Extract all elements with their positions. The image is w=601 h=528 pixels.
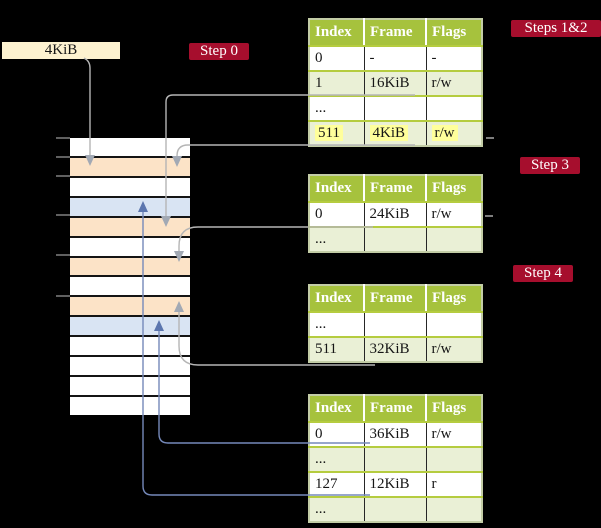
memory-row-empty [70,275,190,296]
memory-row-pagetable [70,255,190,276]
table-cell: r/w [425,70,482,96]
memory-row-page [70,195,190,216]
table-cell [425,496,482,522]
memory-row-pagetable [70,155,190,176]
table-cell: 1 [309,70,364,96]
table-cell: ... [309,95,364,121]
table-cell [363,226,426,252]
table-cell [425,446,482,472]
highlighted-value: r/w [431,125,458,141]
memory-row-empty [70,138,190,156]
table-cell: 0 [309,201,364,227]
memory-row-empty [70,335,190,356]
table-cell: ... [309,226,364,252]
table-cell [363,311,426,337]
memory-row-empty [70,235,190,256]
memory-row-empty [70,394,190,415]
table-cell [363,496,426,522]
table-cell [425,311,482,337]
table-row: ... [309,496,482,522]
table-cell: 12KiB [363,471,426,497]
table-row: ... [309,226,482,252]
table-cell: r [425,471,482,497]
steps12-badge: Steps 1&2 [511,20,601,37]
memory-row-empty [70,355,190,376]
column-header: Index [309,19,364,47]
step3-badge: Step 3 [520,157,580,174]
table-cell: 16KiB [363,70,426,96]
table-cell: r/w [425,201,482,227]
memory-row-empty [70,375,190,395]
table-cell: 4KiB [363,120,426,146]
column-header: Index [309,395,364,423]
memory-boundary-ticks [56,137,70,297]
table-cell: 0 [309,45,364,71]
table-row: ... [309,446,482,472]
table-cell [425,95,482,121]
table-cell: ... [309,446,364,472]
column-header: Flags [425,175,482,203]
column-header: Index [309,285,364,313]
table-cell: 36KiB [363,421,426,447]
table-row: ... [309,311,482,337]
highlighted-value: 4KiB [369,125,409,141]
table-cell [363,95,426,121]
highlighted-value: 511 [315,125,343,141]
step4-badge: Step 4 [513,265,573,282]
table-row: 511 4KiB r/w [309,120,482,146]
table-cell: 24KiB [363,201,426,227]
table-cell: ... [309,496,364,522]
table-cell [425,226,482,252]
table-row: ... [309,95,482,121]
table-cell: 127 [309,471,364,497]
table-cell: 511 [309,336,364,362]
column-header: Frame [363,19,426,47]
table-cell [363,446,426,472]
table-cell: - [363,45,426,71]
table-cell: ... [309,311,364,337]
memory-row-empty [70,175,190,196]
memory-row-pagetable [70,295,190,316]
table-cell: - [425,45,482,71]
memory-row-pagetable [70,215,190,236]
table-cell: r/w [425,421,482,447]
column-header: Flags [425,19,482,47]
column-header: Flags [425,395,482,423]
table-cell: 511 [309,120,364,146]
column-header: Frame [363,395,426,423]
physical-memory-column [70,138,190,415]
table-cell: 0 [309,421,364,447]
table-row: 0-- [309,45,482,71]
column-header: Frame [363,285,426,313]
column-header: Frame [363,175,426,203]
column-header: Flags [425,285,482,313]
memory-row-page [70,315,190,336]
step0-badge: Step 0 [189,43,249,60]
column-header: Index [309,175,364,203]
table-cell: 32KiB [363,336,426,362]
table-cell: r/w [425,336,482,362]
page-size-label: 4KiB [2,42,120,59]
table-cell: r/w [425,120,482,146]
